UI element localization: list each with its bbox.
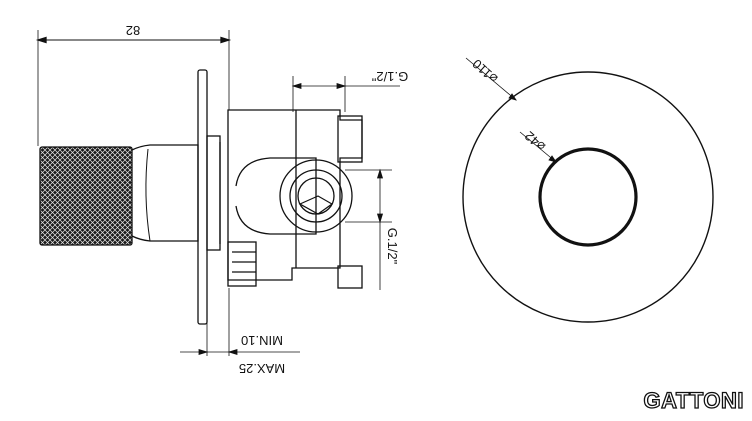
dimension-knob-diameter: ⌀42 — [519, 128, 557, 163]
dimension-thread-top: G.1/2" — [291, 69, 408, 112]
gattoni-logo: GATTONI — [643, 387, 744, 413]
thread-side-label: G.1/2" — [385, 228, 400, 265]
valve-body — [227, 109, 363, 289]
side-view: 82 — [35, 23, 408, 376]
cover-plate-circle — [462, 71, 714, 323]
wall-min-label: MIN.10 — [241, 333, 283, 348]
dimension-82-label: 82 — [126, 23, 140, 38]
flange — [206, 135, 221, 251]
knob-circle — [538, 147, 638, 247]
knob-diameter-label: ⌀42 — [522, 128, 549, 154]
dimension-thread-side: G.1/2" — [345, 168, 400, 290]
thread-top-label: G.1/2" — [371, 69, 408, 84]
plate-diameter-label: ⌀110 — [469, 56, 500, 86]
knurled-handle — [39, 146, 133, 246]
dimension-plate-diameter: ⌀110 — [465, 56, 517, 101]
dimension-wall-thickness: MIN.10 MAX.25 — [180, 288, 300, 376]
front-view: ⌀110 ⌀42 — [462, 56, 714, 323]
dimension-overall-depth: 82 — [35, 23, 232, 146]
wall-plate — [197, 69, 208, 325]
handle-neck — [131, 144, 199, 242]
wall-max-label: MAX.25 — [239, 361, 285, 376]
